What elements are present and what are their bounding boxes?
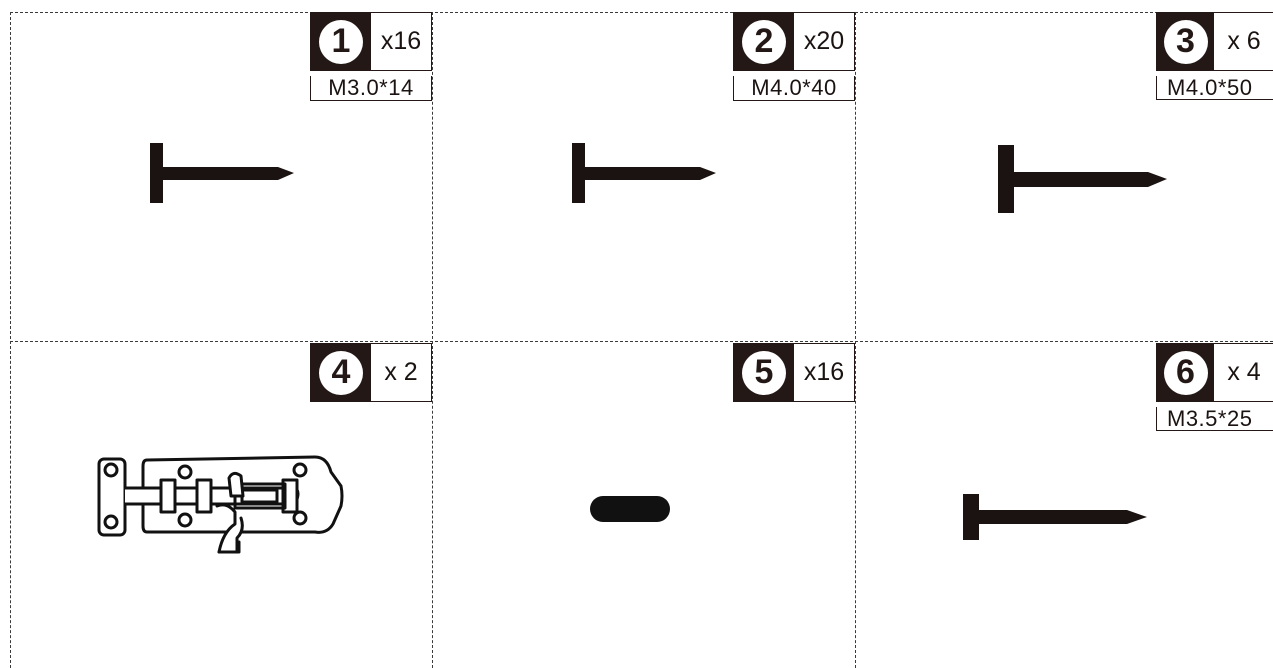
screw-icon (570, 140, 720, 206)
left-divider (10, 12, 11, 668)
part-quantity: x 6 (1214, 13, 1273, 70)
col-divider-2 (855, 12, 856, 668)
part-size: M3.0*14 (310, 76, 432, 101)
part-size: M4.0*40 (733, 76, 855, 101)
part-number: 1 (319, 20, 363, 64)
dowel-pin-icon (588, 494, 672, 524)
part-number: 5 (742, 351, 786, 395)
part-quantity: x 4 (1214, 344, 1273, 401)
part-quantity: x16 (794, 344, 854, 401)
part-size: M3.5*25 (1156, 407, 1273, 431)
part-badge: 5 x16 (733, 343, 855, 402)
part-number: 2 (742, 20, 786, 64)
screw-icon (996, 143, 1171, 215)
part-number: 3 (1164, 20, 1208, 64)
part-badge: 1 x16 (310, 12, 432, 71)
part-badge: 6 x 4 (1156, 343, 1273, 402)
barrel-bolt-latch-icon (95, 452, 345, 558)
part-quantity: x16 (371, 13, 431, 70)
screw-icon (961, 492, 1151, 542)
screw-icon (148, 140, 298, 206)
col-divider-1 (432, 12, 433, 668)
part-size: M4.0*50 (1156, 76, 1273, 100)
part-quantity: x20 (794, 13, 854, 70)
part-number: 4 (319, 351, 363, 395)
part-number: 6 (1164, 351, 1208, 395)
middle-divider (10, 341, 1273, 342)
part-badge: 4 x 2 (310, 343, 432, 402)
top-divider (10, 12, 1273, 13)
part-badge: 2 x20 (733, 12, 855, 71)
part-quantity: x 2 (371, 344, 431, 401)
part-badge: 3 x 6 (1156, 12, 1273, 71)
